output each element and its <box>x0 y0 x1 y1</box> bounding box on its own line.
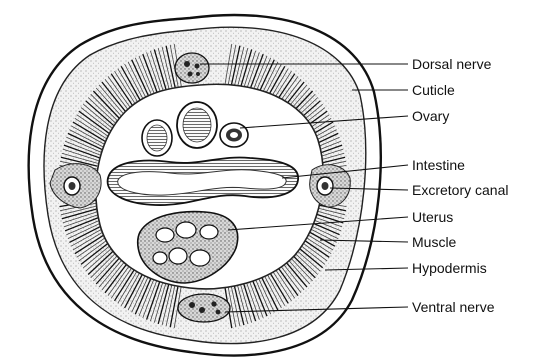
label-dorsal-nerve: Dorsal nerve <box>412 56 492 72</box>
label-cuticle: Cuticle <box>412 82 455 98</box>
ventral-nerve-cord <box>178 294 230 322</box>
label-intestine: Intestine <box>412 157 465 173</box>
ovary-section-2 <box>177 102 217 148</box>
label-uterus: Uterus <box>412 209 453 225</box>
intestine <box>108 157 299 205</box>
ovary-section-3 <box>220 123 248 147</box>
ovary-section-1 <box>142 120 172 156</box>
label-ventral-nerve: Ventral nerve <box>412 299 495 315</box>
label-muscle: Muscle <box>412 234 457 250</box>
label-excretory-canal: Excretory canal <box>412 182 508 198</box>
right-excretory-canal <box>317 177 333 195</box>
dorsal-nerve-cord <box>175 53 209 83</box>
label-ovary: Ovary <box>412 108 449 124</box>
left-excretory-canal <box>64 177 80 195</box>
label-hypodermis: Hypodermis <box>412 260 487 276</box>
